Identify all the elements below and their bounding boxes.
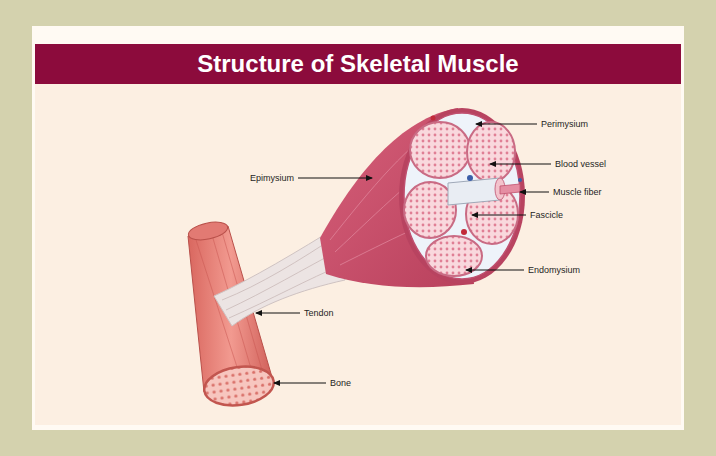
- part-label: Fascicle: [530, 210, 563, 221]
- part-label: Endomysium: [528, 265, 580, 276]
- part-label: Blood vessel: [555, 159, 606, 170]
- title: Structure of Skeletal Muscle: [197, 50, 518, 78]
- part-label: Tendon: [304, 308, 334, 319]
- part-label: Perimysium: [541, 119, 588, 130]
- title-band: Structure of Skeletal Muscle: [35, 44, 681, 84]
- part-label: Epimysium: [250, 173, 294, 184]
- part-label: Muscle fiber: [553, 187, 602, 198]
- part-label: Bone: [330, 378, 351, 389]
